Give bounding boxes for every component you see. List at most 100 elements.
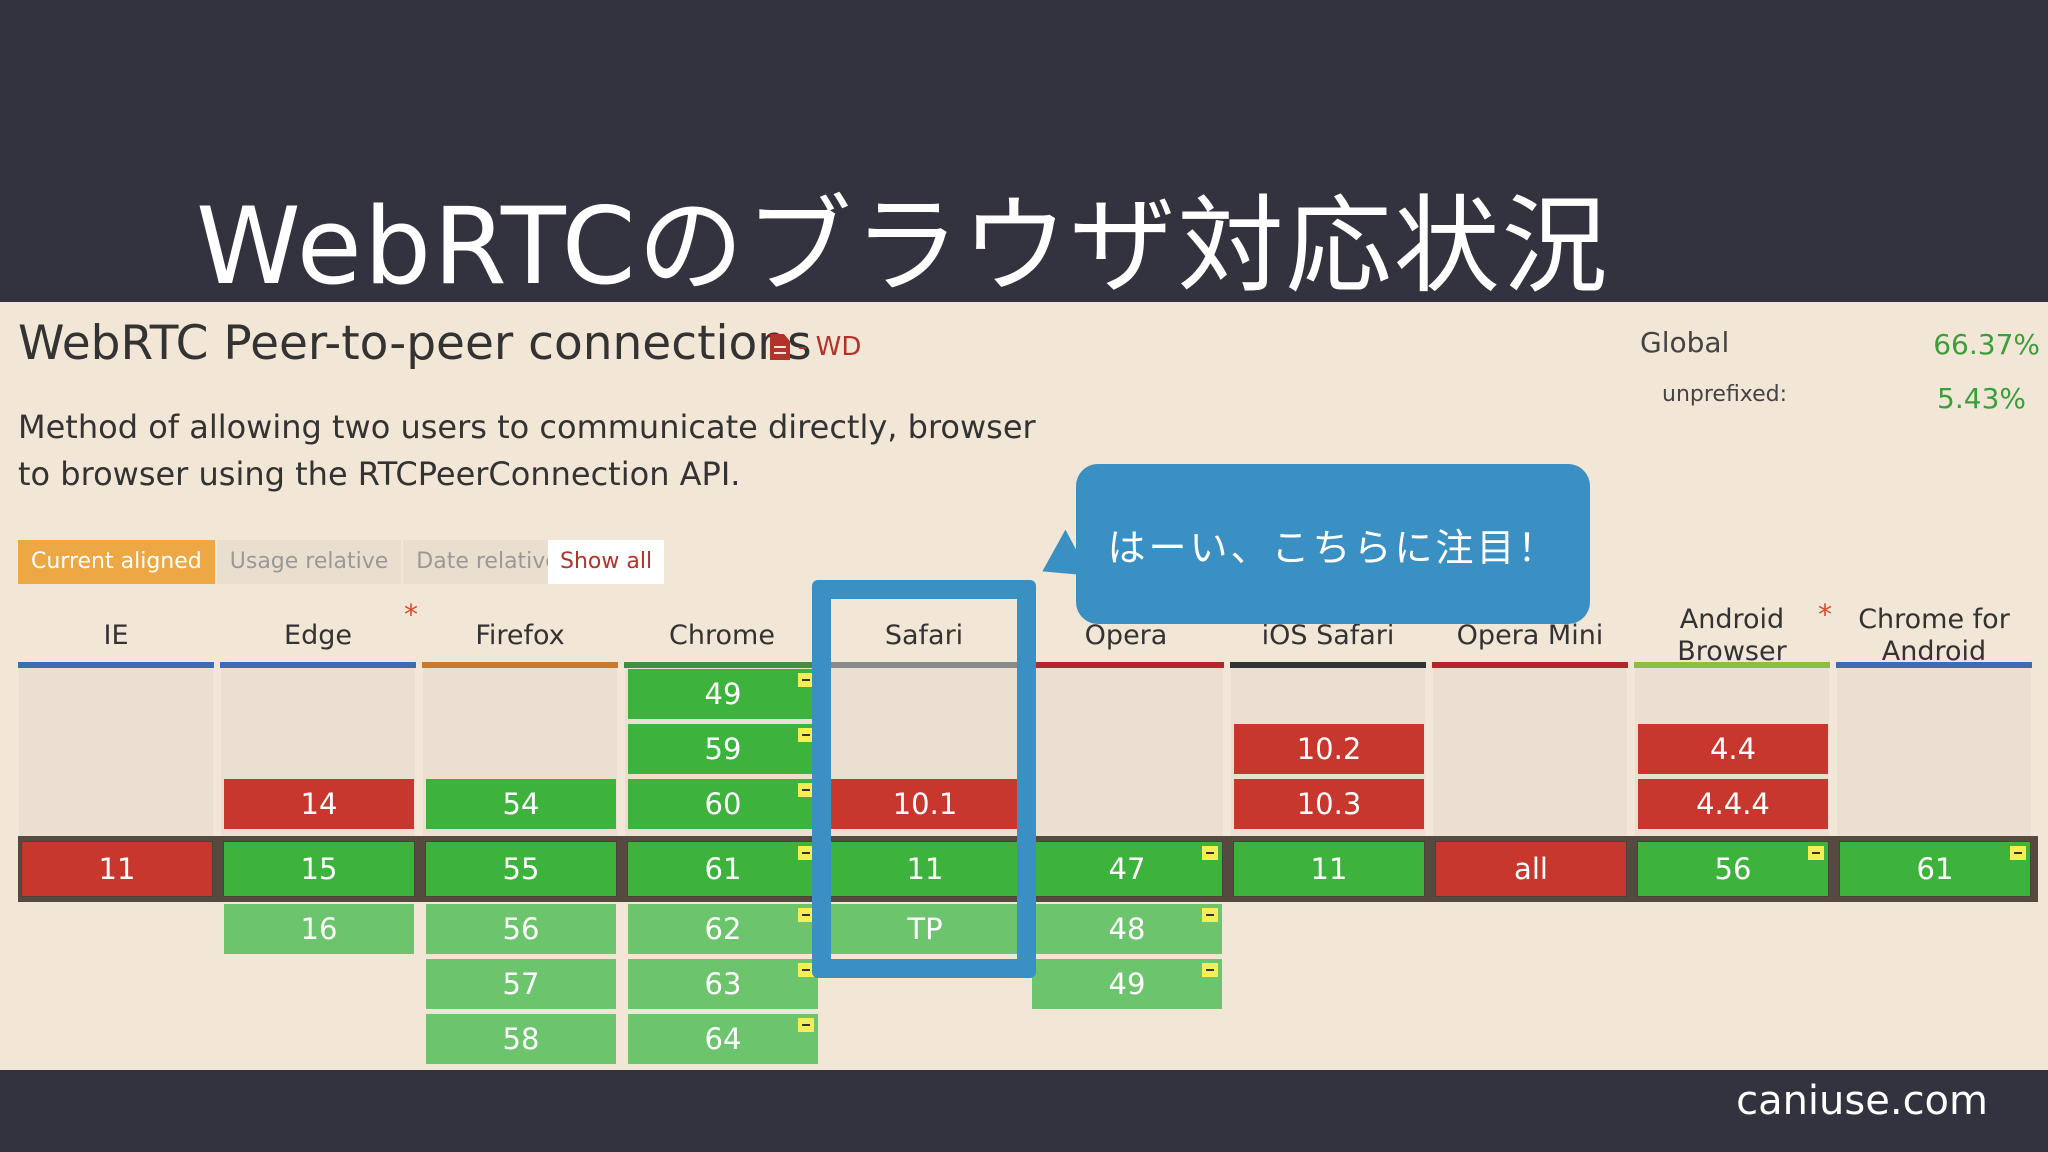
- tab-current-aligned[interactable]: Current aligned: [18, 540, 215, 584]
- browser-header-bar: [1230, 662, 1426, 668]
- browser-header-bar: [1432, 662, 1628, 668]
- version-cell[interactable]: 55: [426, 842, 616, 896]
- version-label: 16: [300, 912, 338, 946]
- version-label: 11: [1310, 852, 1348, 886]
- note-star[interactable]: *: [404, 598, 418, 631]
- version-cell[interactable]: 62: [628, 904, 818, 954]
- document-icon[interactable]: [770, 334, 790, 360]
- version-cell[interactable]: 61: [628, 842, 818, 896]
- note-icon[interactable]: [798, 1018, 814, 1032]
- version-label: 14: [300, 787, 338, 821]
- version-label: 49: [704, 677, 742, 711]
- version-label: 10.1: [892, 787, 958, 821]
- version-cell[interactable]: 56: [1638, 842, 1828, 896]
- tab-date-relative[interactable]: Date relative: [403, 540, 572, 584]
- slide-title: WebRTCのブラウザ対応状況: [196, 185, 1610, 308]
- version-label: 56: [502, 912, 540, 946]
- version-cell[interactable]: 54: [426, 779, 616, 829]
- version-cell[interactable]: 14: [224, 779, 414, 829]
- version-cell[interactable]: 49: [628, 669, 818, 719]
- note-icon[interactable]: [798, 908, 814, 922]
- browser-header: Chrome: [669, 620, 775, 651]
- version-label: 48: [1108, 912, 1146, 946]
- version-cell[interactable]: 61: [1840, 842, 2030, 896]
- note-icon[interactable]: [798, 783, 814, 797]
- global-usage-label: Global: [1640, 326, 1730, 359]
- version-label: 10.3: [1296, 787, 1362, 821]
- version-cell[interactable]: 16: [224, 904, 414, 954]
- view-tabs: Current aligned Usage relative Date rela…: [18, 540, 574, 584]
- version-label: 49: [1108, 967, 1146, 1001]
- spec-status[interactable]: - WD: [770, 332, 861, 362]
- note-icon[interactable]: [798, 673, 814, 687]
- column-background: [1029, 668, 1223, 838]
- browser-header: Android Browser: [1677, 604, 1787, 667]
- version-cell[interactable]: TP: [830, 904, 1020, 954]
- browser-header: Edge: [284, 620, 352, 651]
- version-cell[interactable]: 11: [22, 842, 212, 896]
- version-label: 54: [502, 787, 540, 821]
- version-cell[interactable]: 48: [1032, 904, 1222, 954]
- version-cell[interactable]: 58: [426, 1014, 616, 1064]
- version-label: 11: [906, 852, 944, 886]
- note-icon[interactable]: [1202, 908, 1218, 922]
- browser-header: Safari: [884, 620, 964, 651]
- browser-header-bar: [624, 662, 820, 668]
- version-cell[interactable]: 56: [426, 904, 616, 954]
- browser-header-bar: [220, 662, 416, 668]
- safari-highlight-box: [812, 580, 1036, 978]
- note-icon[interactable]: [798, 963, 814, 977]
- note-icon[interactable]: [1808, 846, 1824, 860]
- version-label: 60: [704, 787, 742, 821]
- version-label: 4.4.4: [1696, 787, 1770, 821]
- version-cell[interactable]: 10.2: [1234, 724, 1424, 774]
- version-cell[interactable]: 4.4.4: [1638, 779, 1828, 829]
- version-cell[interactable]: 10.3: [1234, 779, 1424, 829]
- feature-description: Method of allowing two users to communic…: [18, 408, 1036, 493]
- version-label: TP: [907, 912, 943, 946]
- version-cell[interactable]: all: [1436, 842, 1626, 896]
- column-background: [19, 668, 213, 838]
- spec-status-label[interactable]: - WD: [798, 332, 862, 362]
- source-label: caniuse.com: [1736, 1078, 1988, 1124]
- note-icon[interactable]: [2010, 846, 2026, 860]
- callout-bubble: はーい、こちらに注目！: [1076, 464, 1590, 624]
- version-label: 57: [502, 967, 540, 1001]
- version-cell[interactable]: 11: [830, 842, 1020, 896]
- browser-header-bar: [1028, 662, 1224, 668]
- version-cell[interactable]: 64: [628, 1014, 818, 1064]
- version-cell[interactable]: 47: [1032, 842, 1222, 896]
- tab-usage-relative[interactable]: Usage relative: [216, 540, 402, 584]
- browser-header-bar: [826, 662, 1022, 668]
- show-all-button[interactable]: Show all: [548, 540, 665, 584]
- unprefixed-usage-value: 5.43%: [1937, 382, 2026, 415]
- browser-header-bar: [1634, 662, 1830, 668]
- version-cell[interactable]: 57: [426, 959, 616, 1009]
- browser-header: Opera Mini: [1456, 620, 1604, 651]
- version-cell[interactable]: 63: [628, 959, 818, 1009]
- note-icon[interactable]: [798, 846, 814, 860]
- version-label: 10.2: [1296, 732, 1362, 766]
- column-background: [1433, 668, 1627, 838]
- version-cell[interactable]: 4.4: [1638, 724, 1828, 774]
- global-usage-value: 66.37%: [1933, 328, 2040, 361]
- note-star[interactable]: *: [1818, 598, 1832, 631]
- note-icon[interactable]: [798, 728, 814, 742]
- version-cell[interactable]: 59: [628, 724, 818, 774]
- feature-title: WebRTC Peer-to-peer connections: [18, 316, 812, 371]
- version-cell[interactable]: 15: [224, 842, 414, 896]
- note-icon[interactable]: [1202, 846, 1218, 860]
- version-label: 4.4: [1709, 732, 1757, 766]
- version-label: 61: [1916, 852, 1954, 886]
- version-cell[interactable]: 49: [1032, 959, 1222, 1009]
- note-icon[interactable]: [1202, 963, 1218, 977]
- version-label: 63: [704, 967, 742, 1001]
- version-label: 56: [1714, 852, 1752, 886]
- browser-header: Firefox: [475, 620, 565, 651]
- column-background: [1837, 668, 2031, 838]
- browser-header: Chrome for Android: [1858, 604, 2010, 667]
- version-cell[interactable]: 11: [1234, 842, 1424, 896]
- version-label: 11: [98, 852, 136, 886]
- version-cell[interactable]: 60: [628, 779, 818, 829]
- version-cell[interactable]: 10.1: [830, 779, 1020, 829]
